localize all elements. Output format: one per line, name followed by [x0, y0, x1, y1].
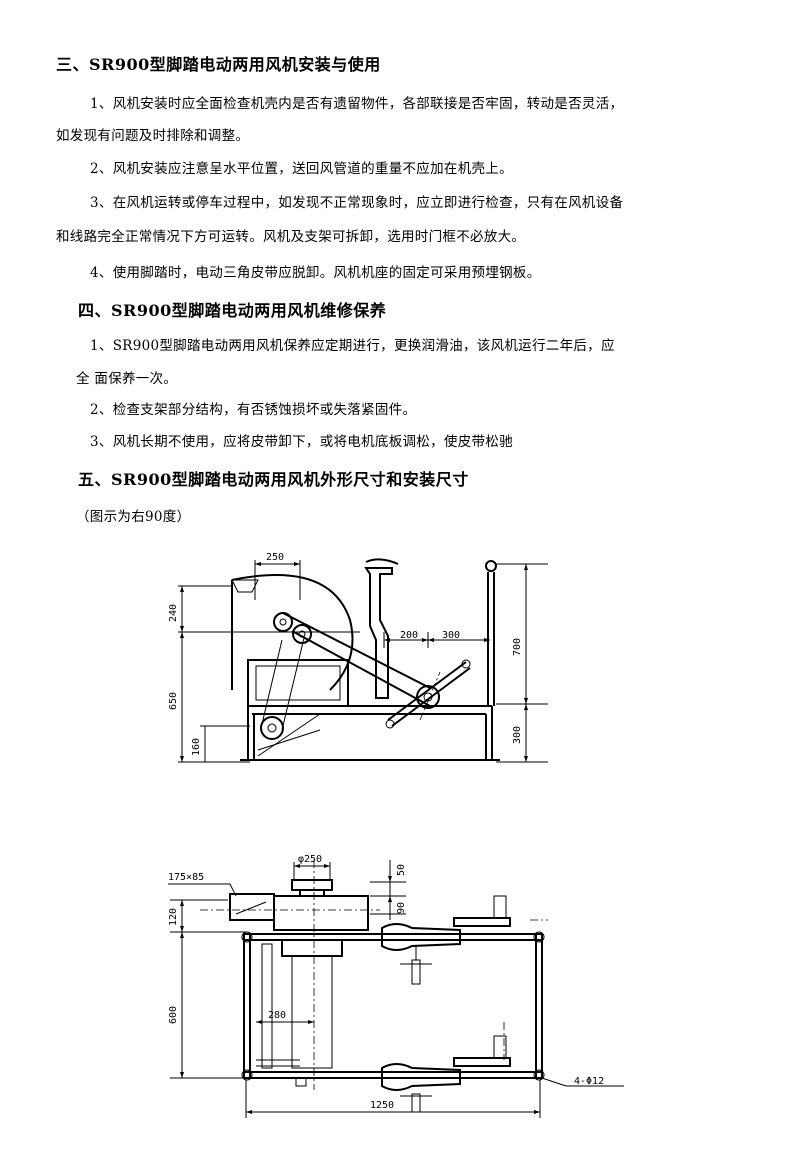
dim-700: 700: [512, 638, 523, 656]
dim-650: 650: [168, 692, 179, 710]
top-view-drawing: φ250 50 90 175×85 120 600: [168, 854, 624, 1118]
dim-200: 200: [400, 630, 418, 641]
section3-heading: 三、SR900型脚踏电动两用风机安装与使用: [56, 55, 381, 74]
dim-phi250: φ250: [298, 854, 322, 865]
dim-175x85: 175×85: [168, 872, 204, 883]
dim-1250: 1250: [370, 1100, 394, 1111]
section5-note: （图示为右90度）: [76, 509, 191, 525]
section4-item-3: 3、风机长期不使用，应将皮带卸下，或将电机底板调松，使皮带松驰: [90, 434, 513, 450]
section3-item-3: 3、在风机运转或停车过程中，如发现不正常现象时，应立即进行检查，只有在风机设备: [90, 195, 624, 211]
dim-300: 300: [442, 630, 460, 641]
dim-240: 240: [168, 604, 179, 622]
dim-90: 90: [396, 902, 407, 914]
section4-item-2: 2、检查支架部分结构，有否锈蚀损坏或失落紧固件。: [90, 402, 417, 418]
dim-300-right: 300: [512, 726, 523, 744]
dim-160: 160: [191, 738, 202, 756]
section4-heading: 四、SR900型脚踏电动两用风机维修保养: [78, 301, 387, 320]
dim-4-phi12: 4-Φ12: [574, 1076, 604, 1087]
side-view-drawing: 250 240 650 160: [168, 552, 548, 763]
section3-item-1: 1、风机安装时应全面检查机壳内是否有遗留物件，各部联接是否牢固，转动是否灵活，: [90, 96, 624, 112]
dim-600: 600: [168, 1006, 179, 1024]
section3-item-3-cont: 和线路完全正常情况下方可运转。风机及支架可拆卸，选用时门框不必放大。: [56, 229, 526, 245]
section3-item-1-cont: 如发现有问题及时排除和调整。: [56, 128, 250, 144]
section4-item-1: 1、SR900型脚踏电动两用风机保养应定期进行，更换润滑油，该风机运行二年后，应: [90, 338, 615, 354]
dim-250: 250: [266, 552, 284, 563]
section3-item-4: 4、使用脚踏时，电动三角皮带应脱卸。风机机座的固定可采用预埋钢板。: [90, 265, 541, 281]
dim-50: 50: [396, 864, 407, 876]
dim-280: 280: [268, 1010, 286, 1021]
dim-120: 120: [168, 908, 179, 926]
section5-heading: 五、SR900型脚踏电动两用风机外形尺寸和安装尺寸: [78, 470, 469, 489]
section3-item-2: 2、风机安装应注意呈水平位置，送回风管道的重量不应加在机壳上。: [90, 161, 513, 177]
section4-item-1-cont: 全 面保养一次。: [76, 371, 178, 387]
